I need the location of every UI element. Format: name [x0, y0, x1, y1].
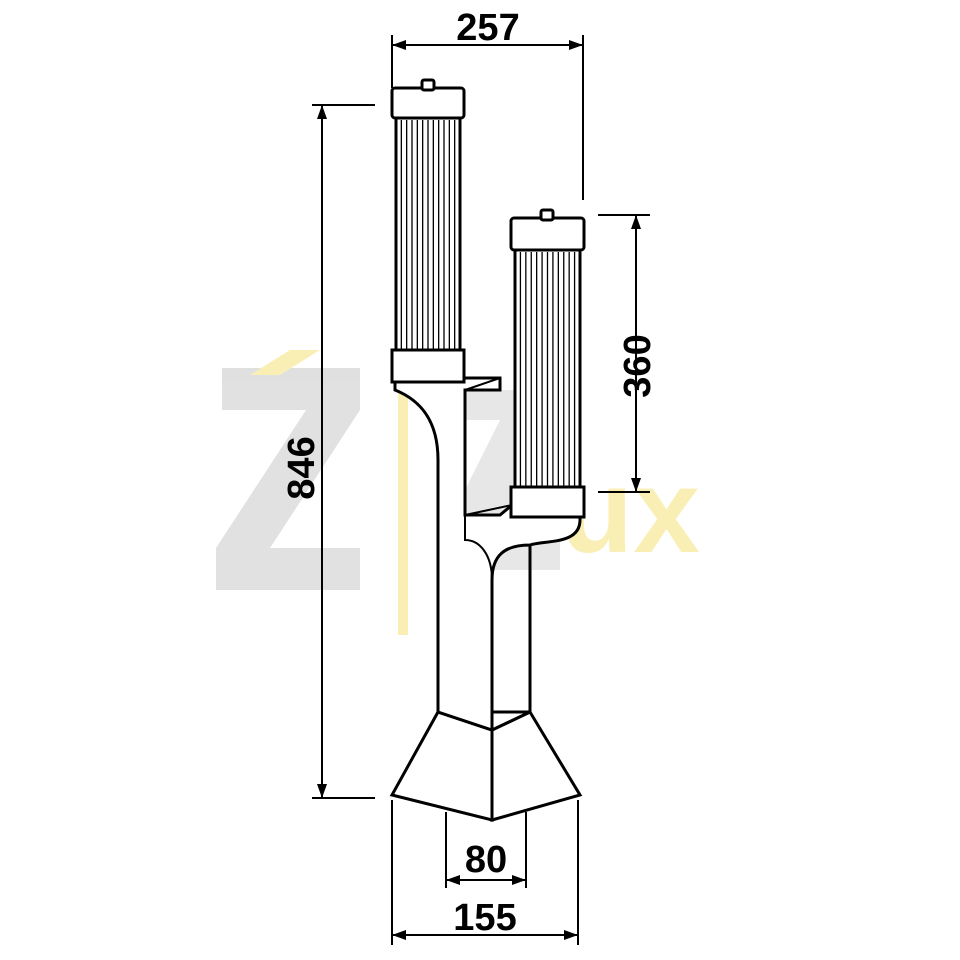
- dimension-base-width: 155: [391, 800, 579, 945]
- dimension-tube-height: 360: [598, 214, 659, 493]
- right-tube-ribs: [519, 252, 576, 486]
- left-tube: [390, 78, 466, 384]
- dimension-base-inner: 80: [445, 812, 527, 888]
- base-left-face: [389, 710, 494, 822]
- arm-inner-curve: [464, 515, 493, 581]
- dimension-height-total-label: 846: [281, 436, 323, 499]
- dimension-height-total: 846: [281, 104, 375, 799]
- watermark-z-yellow: [250, 350, 320, 375]
- dimension-width-total-label: 257: [456, 7, 519, 49]
- right-tube-cap: [509, 216, 586, 252]
- dimension-base-inner-label: 80: [465, 839, 507, 881]
- right-tube: [509, 208, 586, 519]
- pedestal: [389, 376, 583, 822]
- left-tube-ribs: [400, 120, 456, 352]
- right-tube-knob: [539, 208, 555, 222]
- left-tube-collar: [390, 348, 466, 384]
- watermark-z-gray: [216, 368, 360, 590]
- left-tube-knob: [420, 78, 436, 92]
- base-right-face: [490, 710, 583, 822]
- arm-bridge: [464, 504, 513, 516]
- left-tube-cap: [390, 86, 466, 120]
- dimension-width-total: 257: [391, 7, 584, 200]
- dimension-base-width-label: 155: [453, 897, 516, 939]
- right-tube-collar: [509, 485, 586, 519]
- watermark-bar-yellow: [398, 375, 408, 635]
- arm-top: [464, 377, 501, 391]
- dimension-tube-height-label: 360: [617, 334, 659, 397]
